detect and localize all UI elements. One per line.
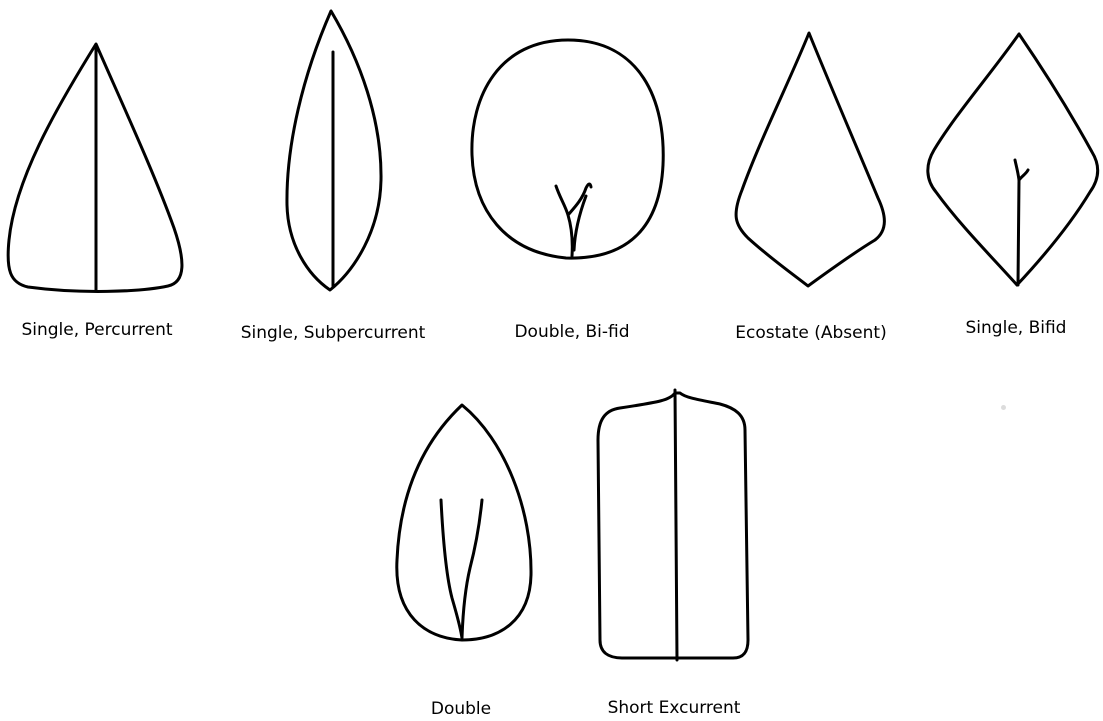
label-ecostate-absent: Ecostate (Absent) xyxy=(735,325,886,342)
leaf-single-bifid xyxy=(928,34,1098,285)
leaf-short-excurrent xyxy=(598,390,748,660)
midrib xyxy=(1015,160,1028,285)
leaf-single-subpercurrent xyxy=(287,11,381,290)
midrib xyxy=(441,500,482,638)
midrib xyxy=(556,184,591,256)
label-single-percurrent: Single, Percurrent xyxy=(21,322,172,339)
label-double: Double xyxy=(431,701,491,718)
leaf-outline xyxy=(598,393,748,658)
label-short-excurrent: Short Excurrent xyxy=(608,700,741,717)
leaf-outline xyxy=(928,34,1098,285)
leaf-double-bifid xyxy=(472,40,663,258)
leaf-single-percurrent xyxy=(8,44,182,291)
label-double-bifid: Double, Bi-fid xyxy=(514,324,629,341)
leaf-ecostate-absent xyxy=(736,33,884,286)
leaf-outline xyxy=(736,33,884,286)
stray-speck xyxy=(1001,405,1006,410)
label-single-bifid: Single, Bifid xyxy=(966,320,1067,337)
midrib xyxy=(675,390,677,660)
leaf-outline xyxy=(472,40,663,258)
label-single-subpercurrent: Single, Subpercurrent xyxy=(241,325,426,342)
leaf-double xyxy=(397,405,531,640)
